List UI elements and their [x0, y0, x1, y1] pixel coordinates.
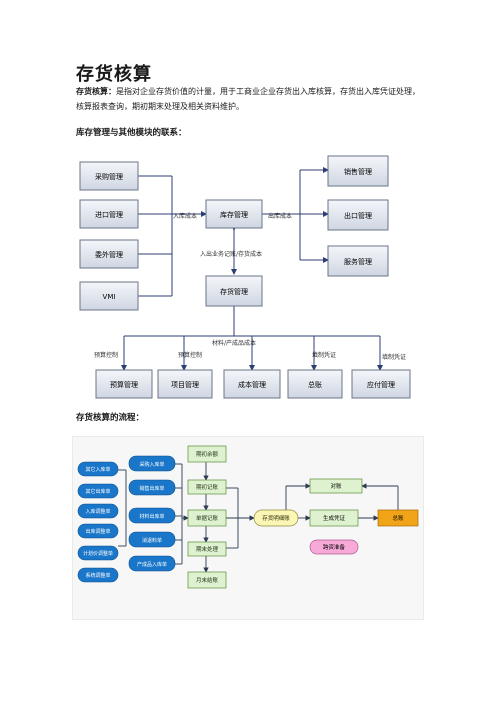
label-vmi: VMI: [103, 293, 116, 301]
step-month-close: [187, 571, 227, 589]
label-budget-control-1: 预算控制: [94, 351, 118, 359]
label-inventory-mgmt: 库存管理: [220, 210, 248, 219]
box-payable: [351, 369, 411, 399]
text-out-adjust: 出库调整单: [85, 528, 110, 535]
text-other-out: 其它出库单: [85, 488, 110, 495]
label-voucher-1: 填制凭证: [312, 351, 336, 359]
label-project: 项目管理: [171, 380, 199, 389]
box-import: [79, 199, 139, 229]
text-system-adjust: 系统调整单: [85, 572, 110, 579]
text-return-material: 消退料单: [142, 537, 162, 544]
label-in-cost: 入库成本: [173, 212, 197, 220]
text-inventory-ledger: 存货明细账: [262, 514, 290, 522]
pill-system-adjust: [77, 567, 119, 583]
label-ledger: 总账: [308, 380, 322, 389]
text-other-in: 其它入库单: [85, 466, 110, 473]
pill-material-out: [128, 507, 176, 524]
pill-sales-out: [128, 479, 176, 496]
box-inventory-mgmt: [205, 199, 263, 229]
label-material-cost: 材料/产成品成本: [212, 339, 256, 347]
label-budget: 预算管理: [110, 380, 138, 389]
text-plan-price-adjust: 计划价调整单: [83, 550, 113, 557]
business-documents: [128, 455, 176, 572]
text-month-close: 月末结账: [196, 576, 219, 584]
text-document-post: 单据记账: [196, 514, 219, 522]
label-cost: 成本管理: [238, 380, 266, 389]
intro-text: 是指对企业存货价值的计量，用于工商业企业存货出入库核算，存货出入库凭证处理，核算…: [76, 87, 420, 111]
label-outsourcing: 委外管理: [95, 250, 123, 259]
box-project: [157, 369, 213, 399]
step-opening-post: [187, 479, 227, 495]
box-stock-mgmt: [205, 275, 263, 307]
intro-paragraph: 存货核算：是指对企业存货价值的计量，用于工商业企业存货出入库核算，存货出入库凭证…: [76, 84, 426, 114]
process-flow-diagram: 其它入库单 其它出库单 入库调整单 出库调整单 计划价调整单 系统调整单 采购入…: [72, 436, 424, 620]
label-import: 进口管理: [95, 210, 123, 219]
label-stock-mgmt: 存货管理: [220, 287, 248, 296]
step-opening-balance: [187, 445, 227, 463]
reconcile-node: [309, 478, 363, 494]
box-ledger: [287, 369, 343, 399]
intro-term: 存货核算：: [76, 86, 116, 96]
text-in-adjust: 入库调整单: [85, 508, 110, 515]
pill-in-adjust: [77, 503, 119, 519]
label-export: 出口管理: [344, 211, 372, 220]
page-title: 存货核算: [76, 64, 152, 85]
pill-return-material: [128, 531, 176, 548]
text-opening-post: 期初记账: [196, 483, 219, 491]
step-document-post: [187, 509, 227, 527]
label-budget-control-2: 预算控制: [178, 351, 202, 359]
section-heading-relations: 库存管理与其他模块的联系：: [76, 128, 187, 138]
pill-other-out: [77, 483, 119, 499]
generate-voucher-node: [309, 509, 359, 527]
left-modules: [79, 161, 139, 311]
text-material-out: 材料出库单: [139, 513, 164, 520]
pill-other-in: [77, 461, 119, 477]
label-out-cost: 出库成本: [268, 212, 292, 220]
source-documents: [77, 461, 119, 583]
accounting-steps: [187, 445, 227, 589]
general-ledger-node: [377, 509, 419, 527]
text-period-end: 期末处理: [196, 545, 219, 553]
text-purchase-in: 采购入库单: [139, 461, 164, 468]
text-cross-prep: 跨资准备: [323, 543, 346, 551]
text-reconcile: 对账: [330, 482, 342, 490]
label-service: 服务管理: [344, 257, 372, 266]
label-purchase: 采购管理: [95, 172, 123, 181]
label-business-record: 入出业务记账/存货成本: [200, 250, 262, 258]
text-general-ledger: 总账: [392, 514, 404, 522]
pill-out-adjust: [77, 523, 119, 539]
box-cost: [223, 369, 281, 399]
label-payable: 应付管理: [367, 380, 395, 389]
pill-product-in: [128, 555, 176, 572]
text-product-in: 产成品入库单: [137, 561, 167, 568]
module-relations-diagram: 采购管理 进口管理 委外管理 VMI 库存管理 存货管理 销售管理 出口管理 服…: [79, 155, 411, 399]
step-period-end: [187, 541, 227, 557]
flow-background: [72, 436, 424, 620]
pill-plan-price-adjust: [77, 545, 119, 561]
box-service: [327, 245, 389, 277]
inventory-ledger-node: [253, 509, 299, 527]
box-sales: [327, 155, 389, 187]
box-budget: [95, 369, 153, 399]
box-outsourcing: [79, 239, 139, 269]
box-purchase: [79, 161, 139, 191]
pill-purchase-in: [128, 455, 176, 472]
text-generate-voucher: 生成凭证: [323, 514, 346, 522]
box-export: [327, 199, 389, 231]
label-voucher-2: 填制凭证: [382, 353, 406, 361]
section-heading-process: 存货核算的流程：: [76, 413, 145, 423]
text-sales-out: 销售出库单: [139, 485, 164, 492]
cross-prep-node: [309, 539, 359, 555]
box-vmi: [79, 281, 139, 311]
label-sales: 销售管理: [344, 167, 372, 176]
text-opening-balance: 期初余额: [196, 450, 219, 458]
